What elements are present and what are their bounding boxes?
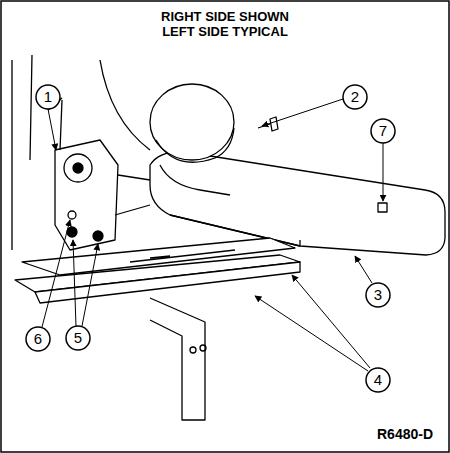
figure-title: RIGHT SIDE SHOWN LEFT SIDE TYPICAL: [150, 9, 300, 39]
bracket-hole: [190, 347, 196, 353]
leader-lines: [42, 99, 383, 371]
callout-circle: [66, 326, 90, 350]
seat-cushion: [150, 152, 445, 255]
callout-circle: [371, 119, 395, 143]
callout-circle: [366, 368, 390, 392]
callout-number: 4: [368, 372, 388, 388]
recliner-pivot: [64, 154, 92, 182]
callout-number: 6: [28, 331, 48, 347]
callout-number: 3: [368, 287, 388, 303]
track-slot: [130, 250, 235, 262]
cover-rim: [156, 128, 234, 162]
leader-line: [255, 296, 368, 371]
recliner-link: [115, 175, 150, 215]
callout-number: 7: [373, 123, 393, 139]
callout-number: 2: [345, 89, 365, 105]
leader-line: [42, 220, 70, 327]
leader-line: [48, 109, 56, 150]
recliner-mechanism: [55, 140, 118, 250]
callout-circle: [366, 283, 390, 307]
leader-line: [82, 244, 98, 326]
leader-line: [262, 99, 343, 126]
body-outline: [12, 55, 150, 250]
recliner-bolt: [93, 231, 103, 241]
callout-circle: [343, 85, 367, 109]
leader-line: [355, 256, 372, 283]
figure-code: R6480-D: [377, 426, 433, 442]
pivot-bolt: [73, 163, 83, 173]
mounting-bracket: [150, 298, 205, 420]
recliner-bolt: [68, 211, 76, 219]
callout-number: 1: [38, 89, 58, 105]
callout-number: 5: [68, 330, 88, 346]
leader-line: [383, 143, 384, 201]
recliner-bolt: [67, 227, 77, 237]
callout-circle: [36, 85, 60, 109]
cover-shroud: [160, 165, 230, 195]
bracket-hole: [200, 345, 206, 351]
leader-line: [73, 240, 76, 326]
retainer-clip: [378, 203, 387, 212]
leader-line: [292, 275, 370, 368]
callout-circle: [26, 327, 50, 351]
